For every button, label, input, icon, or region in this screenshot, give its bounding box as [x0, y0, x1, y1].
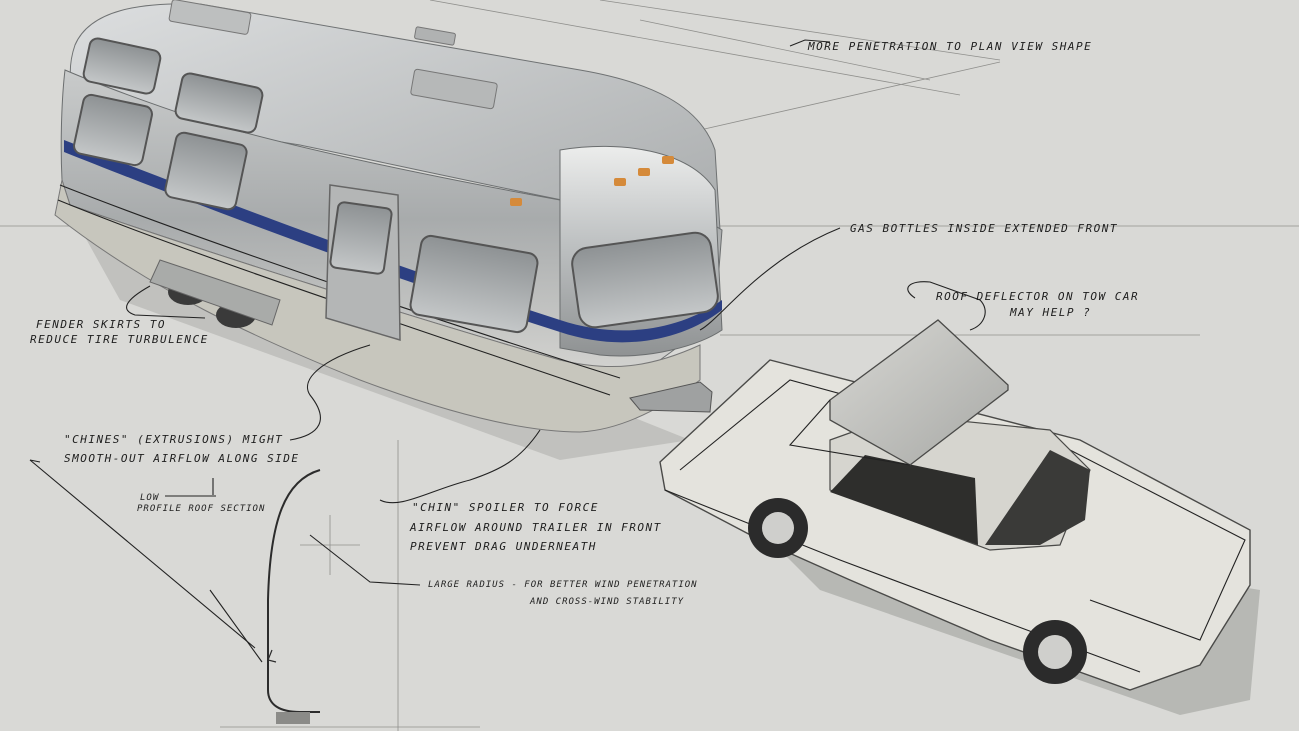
note-large-radius-line1: LARGE RADIUS - FOR BETTER WIND PENETRATI…: [428, 580, 698, 590]
note-gas-bottles: GAS BOTTLES INSIDE EXTENDED FRONT: [850, 222, 1118, 235]
car-windshield: [985, 450, 1090, 545]
note-large-radius-line2: AND CROSS-WIND STABILITY: [529, 597, 684, 607]
note-chin-spoiler-line3: PREVENT DRAG UNDERNEATH: [410, 540, 597, 553]
marker-lights: [510, 156, 674, 206]
note-roof-deflector-line2: MAY HELP ?: [1009, 306, 1091, 319]
car-wheels: [748, 498, 1087, 684]
trailer-door: [325, 184, 401, 342]
chine-line-lower: [57, 199, 611, 396]
note-low-profile-line2: PROFILE ROOF SECTION: [137, 504, 265, 514]
note-roof-deflector-line1: ROOF DEFLECTOR ON TOW CAR: [936, 290, 1139, 303]
trailer-windows: [73, 37, 719, 334]
tow-car: [659, 319, 1260, 715]
note-more-penetration: MORE PENETRATION TO PLAN VIEW SHAPE: [807, 40, 1092, 53]
note-fender-skirts-line1: FENDER SKIRTS TO: [36, 318, 166, 331]
trailer-wheels: [149, 259, 281, 328]
note-chin-spoiler-line1: "CHIN" SPOILER TO FORCE: [412, 501, 599, 514]
note-chin-spoiler-line2: AIRFLOW AROUND TRAILER IN FRONT: [409, 521, 662, 534]
roof-deflector: [829, 319, 1009, 466]
chine-line: [59, 184, 621, 379]
note-fender-skirts-line2: REDUCE TIRE TURBULENCE: [30, 333, 209, 346]
note-low-profile-line1: LOW: [140, 493, 160, 503]
trailer-hitch: [629, 381, 713, 413]
car-side-window: [830, 455, 978, 545]
note-chines-line1: "CHINES" (EXTRUSIONS) MIGHT: [64, 433, 283, 446]
leader-lines: [29, 39, 986, 663]
roof-vent: [410, 68, 498, 110]
roof-vent: [168, 0, 252, 35]
roof-vent: [414, 26, 456, 46]
note-chines-line2: SMOOTH-OUT AIRFLOW ALONG SIDE: [64, 452, 300, 465]
roof-section-profile: [267, 469, 321, 724]
annotations: MORE PENETRATION TO PLAN VIEW SHAPE GAS …: [30, 40, 1139, 607]
trailer: [54, 0, 723, 433]
